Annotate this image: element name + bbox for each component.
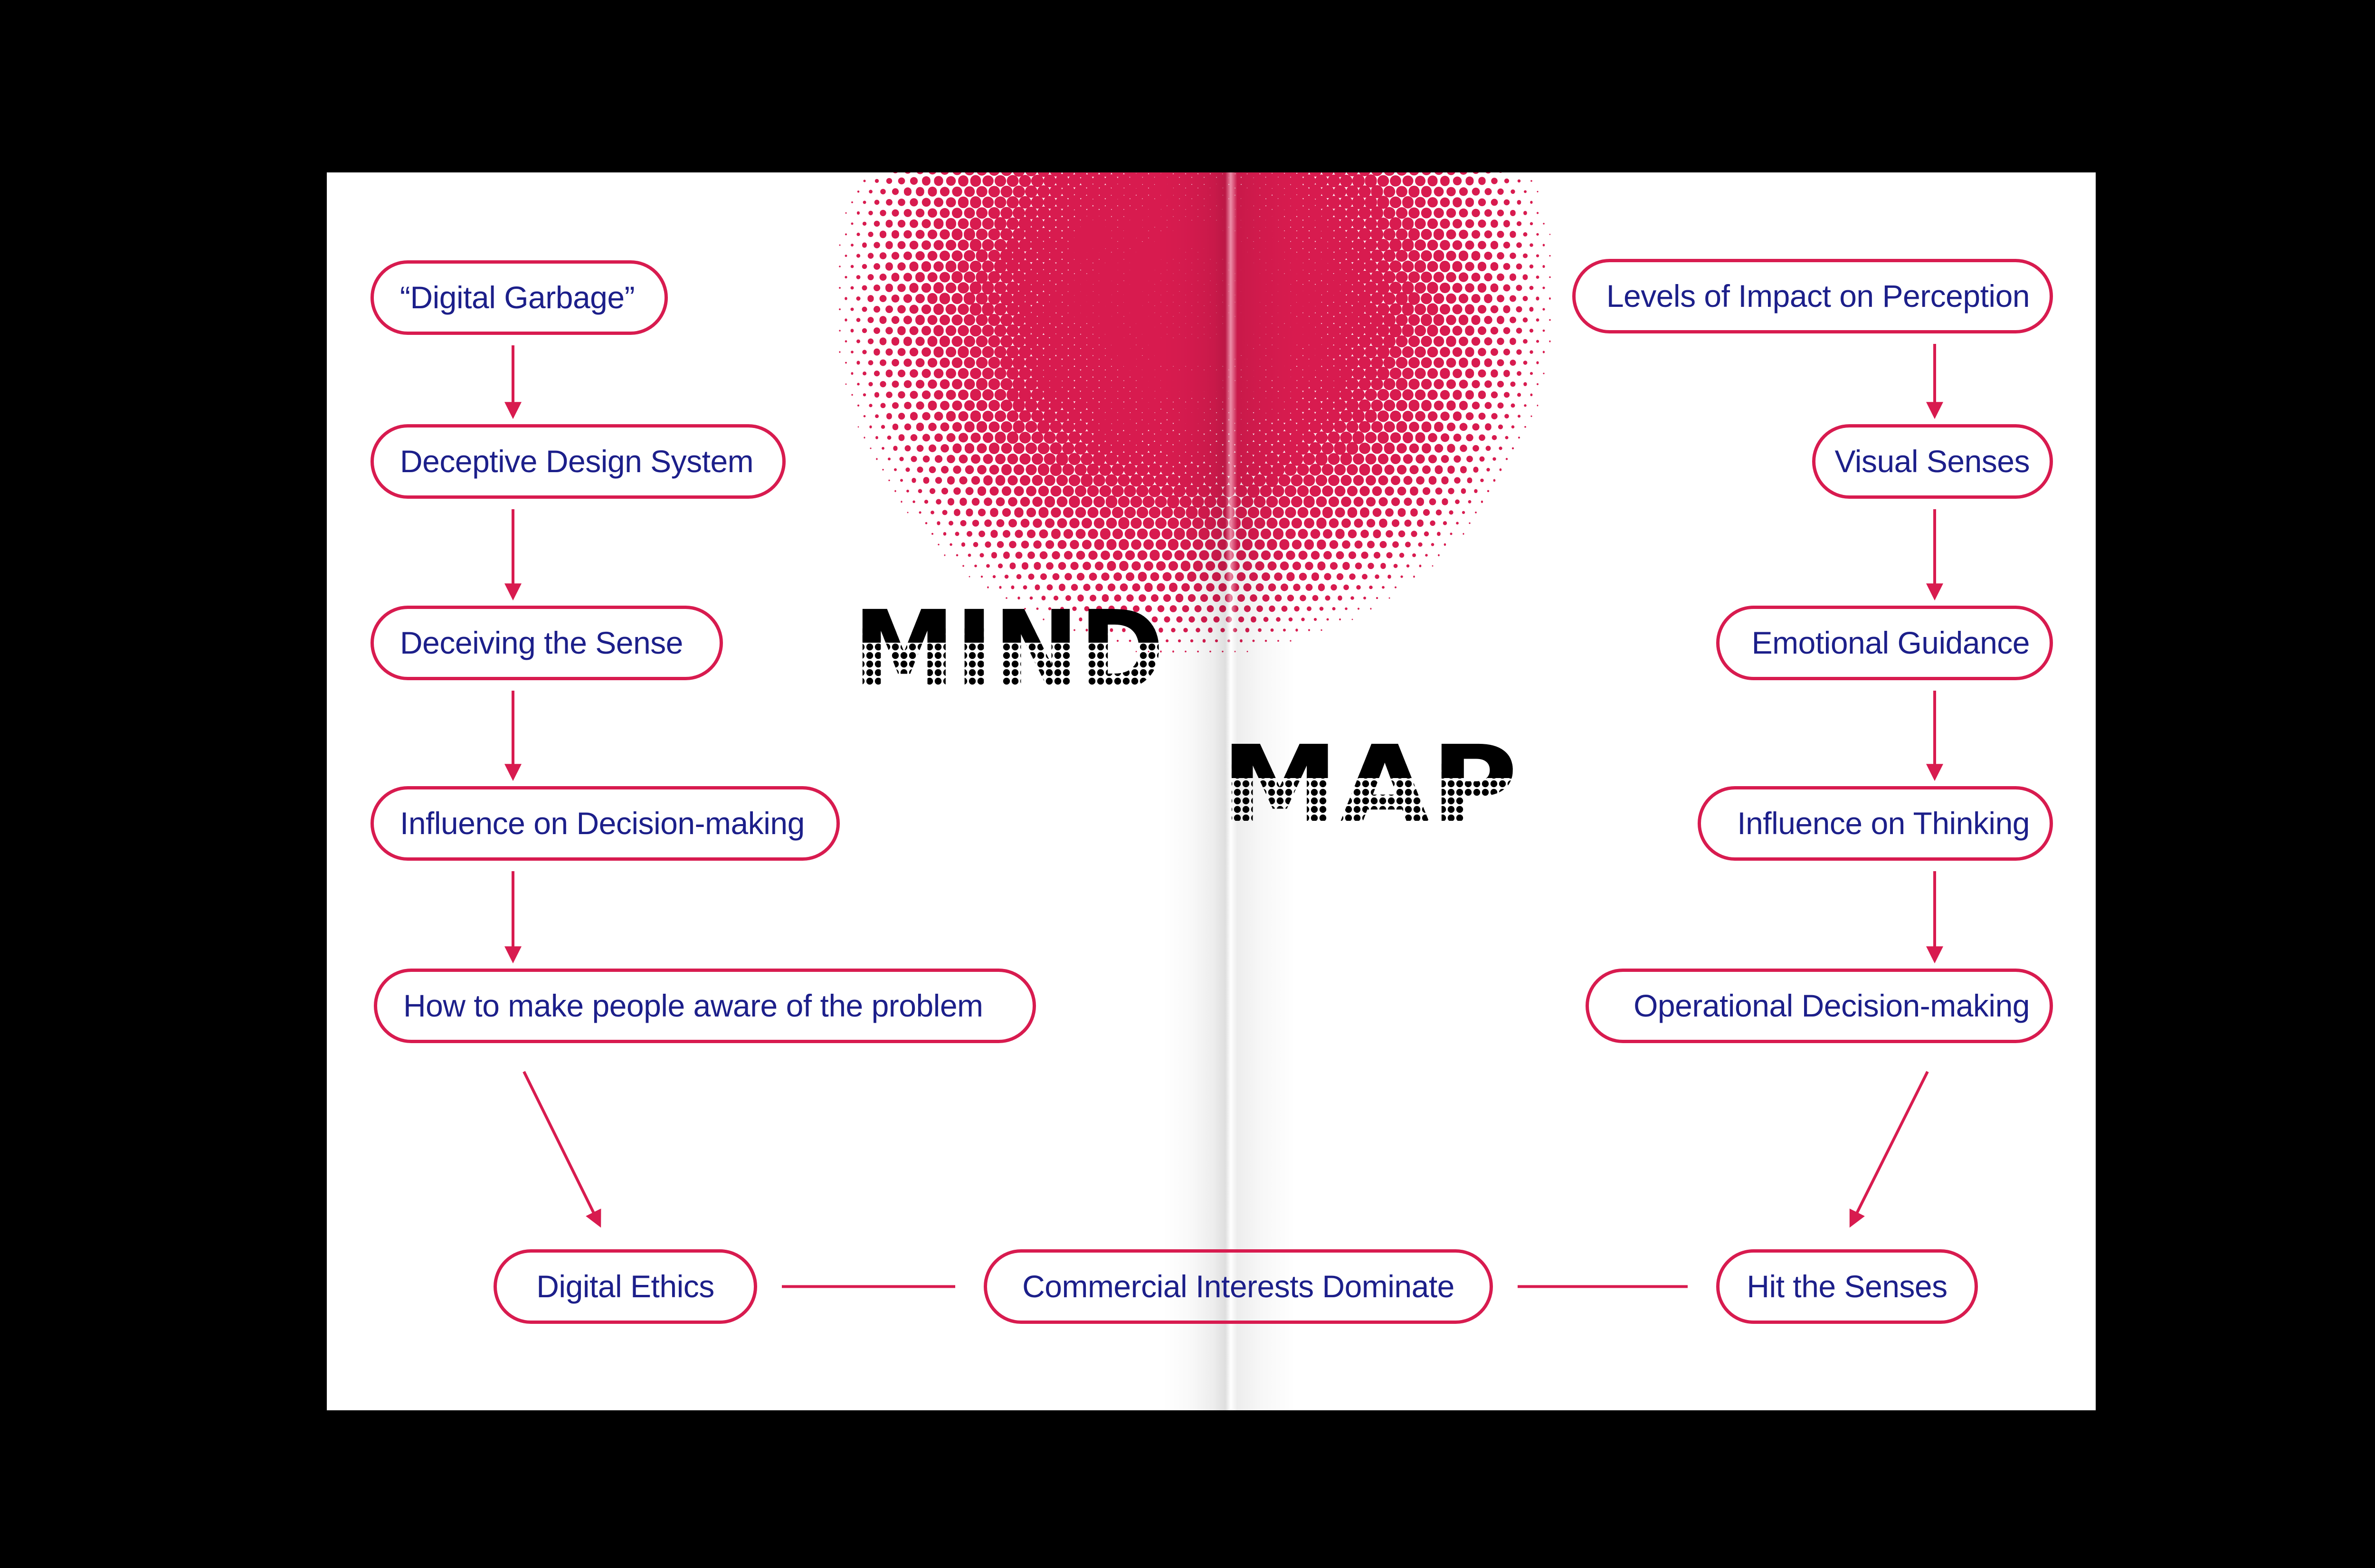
connector-arrow <box>1849 1071 1929 1228</box>
node-levels-of-impact: Levels of Impact on Perception <box>1572 259 2053 333</box>
title-line-map-dotted: MAP <box>1221 722 1518 850</box>
connector-arrow <box>522 1071 601 1228</box>
mind-map-title: MIND MAP MIND MAP <box>853 587 1518 850</box>
connector-layer <box>504 344 1943 1288</box>
node-operational-decision-making: Operational Decision-making <box>1586 969 2053 1043</box>
node-emotional-guidance: Emotional Guidance <box>1716 606 2053 680</box>
title-line-mind-dotted: MIND <box>853 587 1164 715</box>
node-commercial-interests-dominate: Commercial Interests Dominate <box>984 1249 1493 1324</box>
node-deceiving-the-sense: Deceiving the Sense <box>370 606 723 680</box>
node-deceptive-design-system: Deceptive Design System <box>370 424 786 499</box>
node-hit-the-senses: Hit the Senses <box>1716 1249 1978 1324</box>
node-digital-ethics: Digital Ethics <box>494 1249 757 1324</box>
title-line-mind: MIND <box>853 587 1164 715</box>
node-influence-on-thinking: Influence on Thinking <box>1698 786 2053 861</box>
page-gutter-fold <box>1163 172 1296 1410</box>
node-make-people-aware: How to make people aware of the problem <box>374 969 1036 1043</box>
node-influence-on-decision-making: Influence on Decision-making <box>370 786 840 861</box>
node-digital-garbage: “Digital Garbage” <box>370 260 668 335</box>
node-visual-senses: Visual Senses <box>1812 424 2053 499</box>
title-line-map: MAP <box>1221 722 1518 850</box>
mind-map-spread: MIND MAP MIND MAP “Digital Garbage” Dece… <box>327 172 2096 1410</box>
